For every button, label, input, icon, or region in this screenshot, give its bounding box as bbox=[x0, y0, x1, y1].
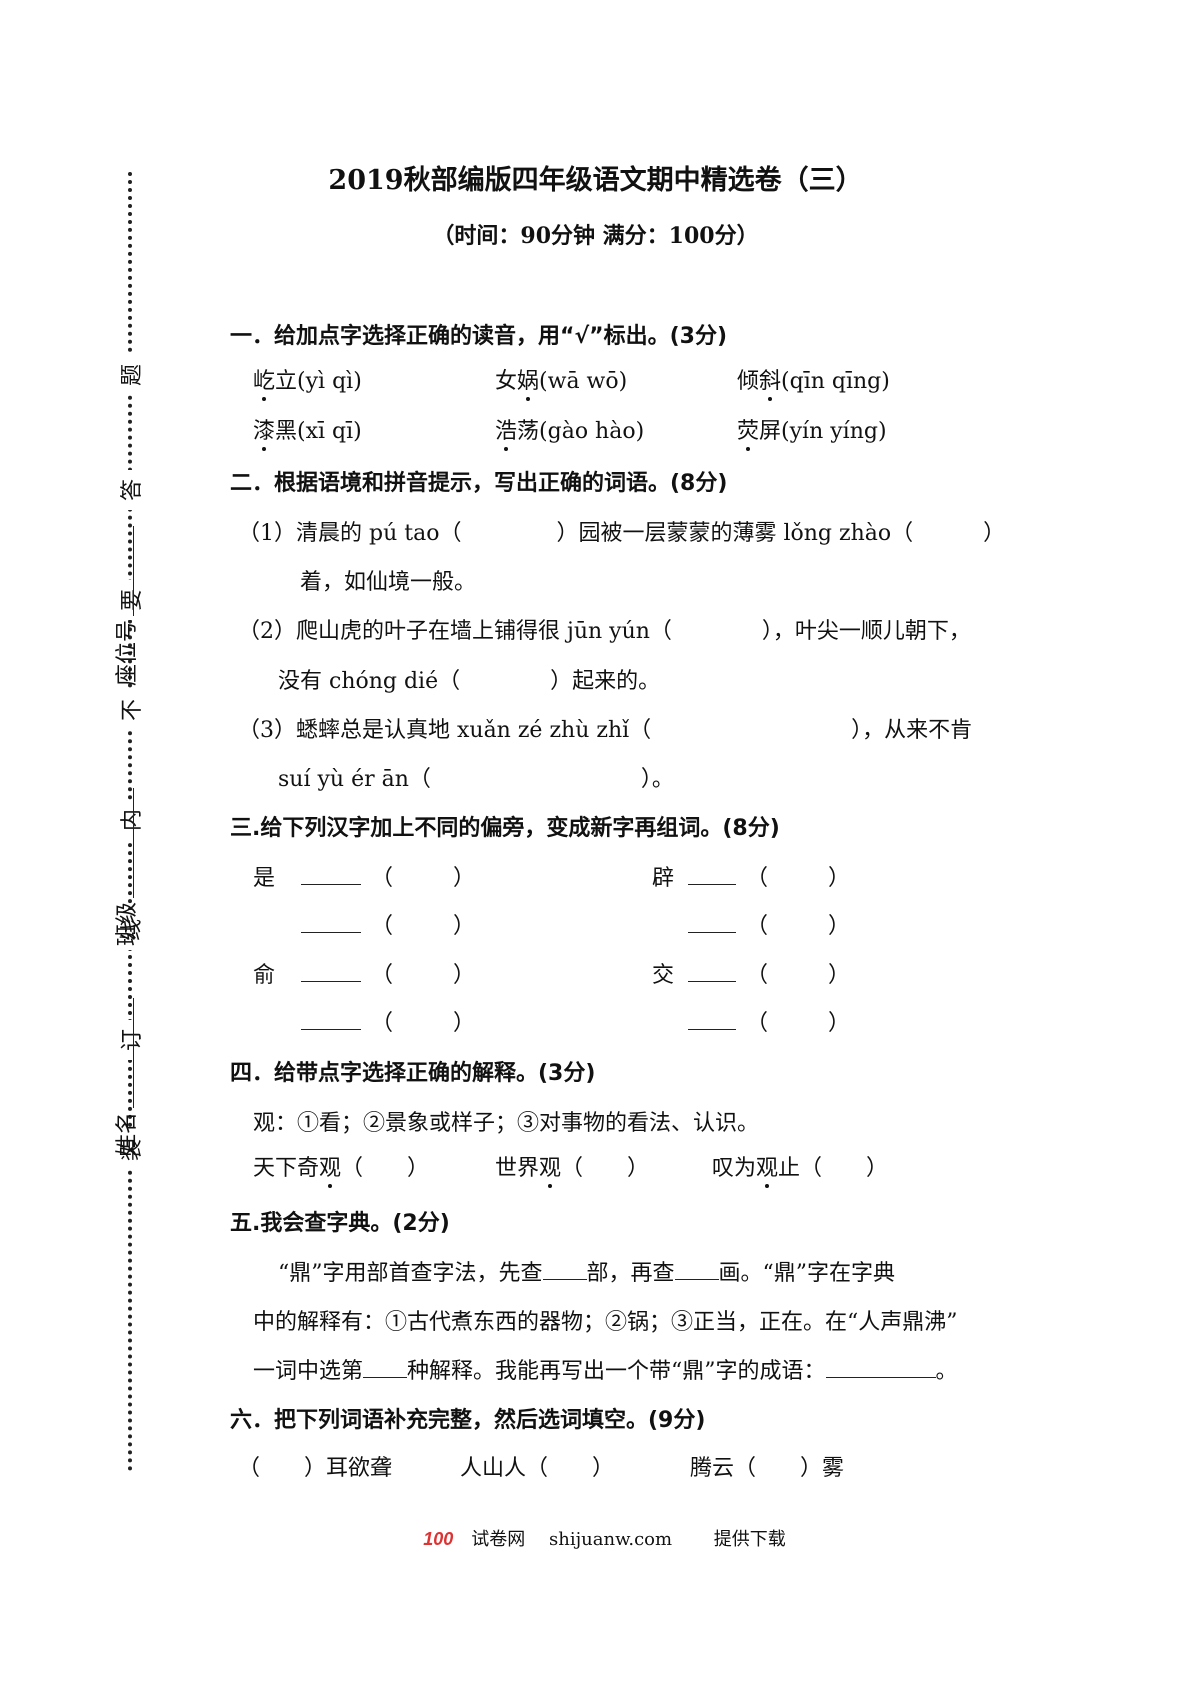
page-subtitle: （时间：90分钟 满分：100分） bbox=[432, 223, 759, 249]
name-label: 姓名 bbox=[115, 1111, 140, 1156]
seat-number-field[interactable]: 座位号 bbox=[109, 525, 141, 686]
s6-word: 腾云（ ）雾 bbox=[690, 1456, 845, 1481]
radical-blank[interactable] bbox=[688, 961, 736, 982]
s2-line: 没有 chóng dié（）起来的。 bbox=[278, 669, 661, 694]
stroke-answer-blank[interactable] bbox=[674, 1259, 719, 1280]
s2-line: 着，如仙境一般。 bbox=[300, 570, 477, 595]
idiom-answer-blank[interactable] bbox=[825, 1357, 936, 1378]
s1-item: 浩荡(gào hào) bbox=[495, 413, 644, 445]
name-field[interactable]: 姓名 bbox=[109, 996, 141, 1156]
s1-item: 屹立(yì qì) bbox=[253, 363, 362, 395]
radical-blank[interactable] bbox=[688, 864, 736, 885]
radical-blank[interactable] bbox=[301, 912, 361, 933]
section-4-heading: 四．给带点字选择正确的解释。(3分) bbox=[230, 1061, 596, 1086]
page-footer: 100 试卷网 shijuanw.com 提供下载 bbox=[0, 1525, 1191, 1551]
s4-item: 天下奇观（ ） bbox=[253, 1150, 429, 1182]
radical-blank[interactable] bbox=[688, 1009, 736, 1030]
seat-number-label: 座位号 bbox=[115, 619, 140, 686]
section-5-heading: 五.我会查字典。(2分) bbox=[230, 1211, 450, 1236]
section-1-heading: 一．给加点字选择正确的读音，用“√”标出。(3分) bbox=[230, 324, 728, 349]
seal-char: 答 bbox=[110, 470, 150, 510]
s4-definition: 观：①看；②景象或样子；③对事物的看法、认识。 bbox=[253, 1111, 760, 1136]
s1-item: 女娲(wā wō) bbox=[495, 363, 627, 395]
class-label: 班级 bbox=[115, 901, 140, 946]
s2-line: （3）蟋蟀总是认真地 xuǎn zé zhù zhǐ（），从来不肯 bbox=[238, 718, 973, 743]
site-name: 试卷网 bbox=[471, 1529, 526, 1550]
radical-blank[interactable] bbox=[301, 1009, 361, 1030]
page-title: 2019秋部编版四年级语文期中精选卷（三） bbox=[328, 165, 863, 196]
radical-blank[interactable] bbox=[301, 864, 361, 885]
seat-number-blank[interactable] bbox=[115, 525, 134, 616]
s3-row: （） bbox=[688, 908, 850, 940]
s5-paragraph-line: “鼎”字用部首查字法，先查部，再查画。“鼎”字在字典 bbox=[278, 1259, 896, 1286]
s6-word: （ ）耳欲聋 bbox=[238, 1456, 393, 1481]
s2-line: （1）清晨的 pú tao（）园被一层蒙蒙的薄雾 lǒng zhào（） bbox=[238, 521, 1006, 546]
s5-paragraph-line: 中的解释有：①古代煮东西的器物；②锅；③正当，正在。在“人声鼎沸” bbox=[253, 1310, 958, 1335]
s2-line: （2）爬山虎的叶子在墙上铺得很 jūn yún（），叶尖一顺儿朝下， bbox=[238, 619, 971, 644]
meaning-answer-blank[interactable] bbox=[363, 1357, 408, 1378]
s1-item: 荧屏(yín yíng) bbox=[737, 413, 887, 445]
section-6-heading: 六．把下列词语补充完整，然后选词填空。(9分) bbox=[230, 1408, 706, 1433]
s3-row: （） bbox=[301, 1005, 475, 1037]
class-field[interactable]: 班级 bbox=[109, 786, 141, 946]
s1-item: 倾斜(qīn qīng) bbox=[737, 363, 890, 395]
s2-line: suí yù ér ān（）。 bbox=[278, 767, 674, 792]
radical-blank[interactable] bbox=[301, 961, 361, 982]
s3-row: 辟（） bbox=[652, 864, 851, 891]
site-url[interactable]: shijuanw.com bbox=[548, 1529, 673, 1550]
section-2-heading: 二．根据语境和拼音提示，写出正确的词语。(8分) bbox=[230, 471, 728, 496]
seal-char: 题 bbox=[110, 355, 150, 395]
s3-row: （） bbox=[301, 908, 475, 940]
class-blank[interactable] bbox=[115, 787, 134, 898]
name-blank[interactable] bbox=[115, 997, 134, 1108]
s3-row: 俞（） bbox=[253, 961, 476, 988]
download-note: 提供下载 bbox=[713, 1529, 786, 1550]
site-logo: 100 bbox=[423, 1529, 454, 1549]
seal-char: 不 bbox=[110, 690, 150, 730]
section-3-heading: 三.给下列汉字加上不同的偏旁，变成新字再组词。(8分) bbox=[230, 816, 780, 841]
s3-row: 是（） bbox=[253, 864, 476, 891]
s4-item: 世界观（ ） bbox=[495, 1150, 649, 1182]
radical-answer-blank[interactable] bbox=[542, 1259, 587, 1280]
s6-word: 人山人（ ） bbox=[460, 1456, 615, 1481]
s1-item: 漆黑(xī qī) bbox=[253, 413, 362, 445]
radical-blank[interactable] bbox=[688, 912, 736, 933]
s4-item: 叹为观止（ ） bbox=[712, 1150, 888, 1182]
s3-row: 交（） bbox=[652, 961, 851, 988]
s3-row: （） bbox=[688, 1005, 850, 1037]
s5-paragraph-line: 一词中选第种解释。我能再写出一个带“鼎”字的成语：。 bbox=[253, 1357, 958, 1384]
